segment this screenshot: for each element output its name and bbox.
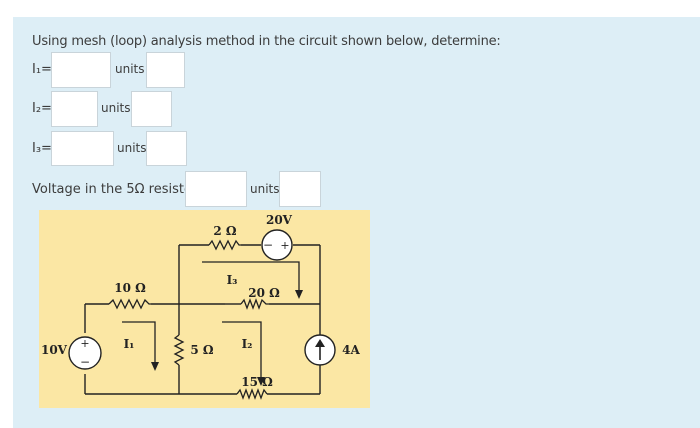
i3-units-label: units <box>117 141 147 155</box>
resistor-zigzags <box>108 239 269 400</box>
label-r2: 2 Ω <box>213 224 237 238</box>
svg-text:+: + <box>80 337 89 350</box>
i2-units-input[interactable] <box>131 91 172 127</box>
question-prompt: Using mesh (loop) analysis method in the… <box>32 34 501 49</box>
label-a4: 4A <box>342 343 360 357</box>
i3-value-input[interactable] <box>51 131 114 166</box>
i2-label: I₂= <box>32 101 52 116</box>
i1-value-input[interactable] <box>51 52 111 88</box>
resistor-20ohm <box>240 298 269 310</box>
svg-text:+: + <box>280 239 289 252</box>
voltage-source-10v: + − <box>68 336 102 370</box>
voltage-5ohm-label: Voltage in the 5Ω resistor= <box>32 182 209 197</box>
label-r5: 5 Ω <box>190 343 214 357</box>
circuit-wires <box>84 244 321 395</box>
label-r10: 10 Ω <box>114 281 146 295</box>
mesh-arrow-i1 <box>122 321 156 362</box>
i3-label: I₃= <box>32 141 52 156</box>
label-i3: I₃ <box>227 273 238 287</box>
voltage-5ohm-units-label: units <box>250 182 280 196</box>
circuit-background <box>39 210 370 408</box>
svg-text:−: − <box>80 355 90 369</box>
voltage-source-20v: − + <box>261 229 293 261</box>
label-i2: I₂ <box>242 337 253 351</box>
mesh-arrows <box>122 261 300 377</box>
i2-value-input[interactable] <box>51 91 98 127</box>
label-r15: 15 Ω <box>241 375 273 389</box>
i1-units-input[interactable] <box>146 52 185 88</box>
circuit-diagram: − + + − 2 Ω 20V 10 Ω I₃ 20 Ω 10V I₁ 5 Ω … <box>39 210 370 408</box>
voltage-5ohm-units-input[interactable] <box>279 171 321 207</box>
svg-text:−: − <box>263 238 273 252</box>
current-source-4a <box>304 334 336 366</box>
resistor-5ohm <box>173 334 185 366</box>
i1-units-label: units <box>115 62 145 76</box>
resistor-15ohm <box>236 388 268 400</box>
mesh-arrow-i2 <box>222 321 262 377</box>
i3-units-input[interactable] <box>146 131 187 166</box>
resistor-10ohm <box>108 298 151 310</box>
mesh-arrow-i3 <box>202 261 300 290</box>
label-r20: 20 Ω <box>248 286 280 300</box>
i1-label: I₁= <box>32 62 52 77</box>
i2-units-label: units <box>101 101 131 115</box>
label-i1: I₁ <box>124 337 135 351</box>
label-v10: 10V <box>41 343 68 357</box>
mesh-arrowheads <box>151 290 303 386</box>
resistor-2ohm <box>208 239 241 251</box>
label-v20: 20V <box>266 213 293 227</box>
voltage-5ohm-value-input[interactable] <box>185 171 247 207</box>
